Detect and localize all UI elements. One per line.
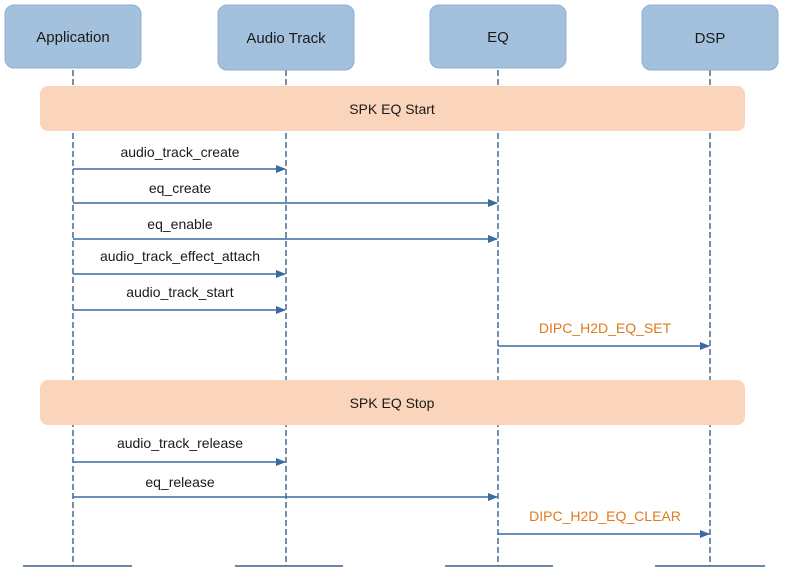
message-audio-track-create: audio_track_create [73, 144, 286, 173]
message-audio-track-start: audio_track_start [73, 284, 286, 314]
message-dipc-h2d-eq-clear: DIPC_H2D_EQ_CLEAR [498, 508, 710, 538]
message-eq-enable: eq_enable [73, 216, 498, 243]
message-dipc-h2d-eq-set: DIPC_H2D_EQ_SET [498, 320, 710, 350]
message-label: audio_track_effect_attach [100, 248, 260, 264]
phase-start-label: SPK EQ Start [349, 101, 435, 117]
participant-dsp-label: DSP [695, 30, 726, 47]
participant-track-label: Audio Track [246, 30, 326, 47]
message-label: audio_track_release [117, 435, 243, 451]
message-audio-track-effect-attach: audio_track_effect_attach [73, 248, 286, 278]
participant-eq-label: EQ [487, 29, 509, 46]
message-eq-create: eq_create [73, 180, 498, 207]
message-label: eq_enable [147, 216, 213, 232]
message-label: eq_release [145, 474, 214, 490]
phase-start-band: SPK EQ Start [40, 86, 745, 131]
participant-track: Audio Track [217, 4, 355, 71]
message-label: eq_create [149, 180, 211, 196]
message-label: audio_track_start [126, 284, 234, 300]
participant-eq: EQ [429, 4, 567, 69]
message-label: DIPC_H2D_EQ_SET [539, 320, 672, 336]
participant-app-label: Application [36, 29, 109, 46]
participant-dsp: DSP [641, 4, 779, 71]
participant-app: Application [4, 4, 142, 69]
message-label: audio_track_create [120, 144, 239, 160]
message-label: DIPC_H2D_EQ_CLEAR [529, 508, 681, 524]
phase-stop-band: SPK EQ Stop [40, 380, 745, 425]
message-audio-track-release: audio_track_release [73, 435, 286, 466]
message-eq-release: eq_release [73, 474, 498, 501]
phase-stop-label: SPK EQ Stop [350, 395, 435, 411]
